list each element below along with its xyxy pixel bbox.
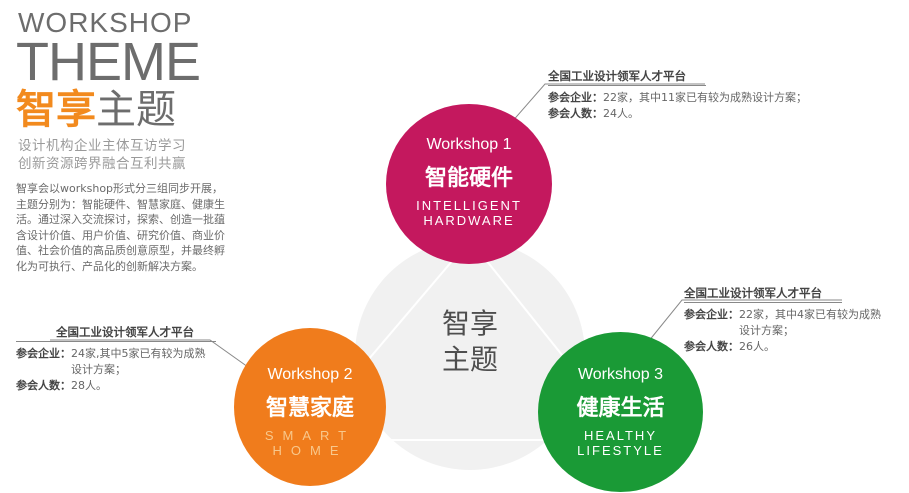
workshop-2-circle: Workshop 2 智慧家庭 SMART HOME bbox=[234, 328, 386, 486]
info-2-title: 全国工业设计领军人才平台 bbox=[16, 324, 216, 342]
info-1-key-people: 参会人数： bbox=[548, 107, 603, 120]
info-3-value-companies: 22家，其中4家已有较为成熟设计方案； bbox=[739, 308, 881, 337]
subtitle-line-1: 设计机构企业主体互访学习 bbox=[18, 138, 186, 154]
center-title: 智享 主题 bbox=[420, 306, 520, 378]
workshop-3-en-1: HEALTHY bbox=[584, 428, 657, 443]
workshop-2-en-1: SMART bbox=[264, 428, 356, 443]
info-3-key-companies: 参会企业： bbox=[684, 308, 739, 321]
title-orange: 智享 bbox=[16, 87, 96, 133]
workshop-2-en-2: HOME bbox=[272, 443, 348, 458]
center-title-line-2: 主题 bbox=[441, 343, 498, 376]
workshop-1-label: Workshop 1 bbox=[426, 136, 512, 153]
info-2-value-companies: 24家,其中5家已有较为成熟设计方案； bbox=[71, 347, 206, 376]
workshop-3-name: 健康生活 bbox=[576, 396, 665, 421]
center-triangle bbox=[297, 238, 633, 441]
workshop-2-label: Workshop 2 bbox=[267, 366, 353, 383]
info-3-value-people: 26人。 bbox=[739, 340, 775, 353]
header-workshop: WORKSHOP bbox=[18, 7, 193, 38]
title-gray: 主题 bbox=[96, 87, 176, 133]
subtitle: 设计机构企业主体互访学习 创新资源跨界融合互利共赢 bbox=[18, 137, 218, 173]
workshop-1-en-2: HARDWARE bbox=[423, 213, 515, 228]
workshop-2-name: 智慧家庭 bbox=[265, 396, 354, 421]
info-1-value-companies: 22家，其中11家已有较为成熟设计方案； bbox=[603, 91, 807, 104]
leader-line-2 bbox=[50, 339, 256, 373]
info-block-1: 全国工业设计领军人才平台 参会企业：22家，其中11家已有较为成熟设计方案； 参… bbox=[548, 68, 878, 122]
center-title-line-1: 智享 bbox=[441, 307, 498, 340]
workshop-3-en-2: LIFESTYLE bbox=[577, 443, 664, 458]
info-block-2: 全国工业设计领军人才平台 参会企业：24家,其中5家已有较为成熟设计方案； 参会… bbox=[16, 324, 226, 394]
info-1-title: 全国工业设计领军人才平台 bbox=[548, 68, 706, 86]
workshop-1-name: 智能硬件 bbox=[424, 166, 513, 191]
info-3-title: 全国工业设计领军人才平台 bbox=[684, 285, 842, 303]
info-3-key-people: 参会人数： bbox=[684, 340, 739, 353]
workshop-1-en-1: INTELLIGENT bbox=[416, 198, 522, 213]
info-1-value-people: 24人。 bbox=[603, 107, 639, 120]
subtitle-line-2: 创新资源跨界融合互利共赢 bbox=[18, 156, 186, 172]
description: 智享会以workshop形式分三组同步开展，主题分别为：智能硬件、智慧家庭、健康… bbox=[16, 182, 225, 273]
workshop-3-label: Workshop 3 bbox=[577, 366, 664, 383]
workshop-1-circle: Workshop 1 智能硬件 INTELLIGENT HARDWARE bbox=[386, 104, 552, 264]
info-block-3: 全国工业设计领军人才平台 参会企业：22家，其中4家已有较为成熟设计方案； 参会… bbox=[684, 285, 899, 355]
info-2-key-people: 参会人数： bbox=[16, 379, 71, 392]
header-theme: THEME bbox=[16, 32, 201, 92]
header-title: 智享主题 bbox=[16, 86, 176, 134]
leader-line-3 bbox=[647, 299, 842, 343]
workshop-3-circle: Workshop 3 健康生活 HEALTHY LIFESTYLE bbox=[538, 332, 703, 492]
info-2-value-people: 28人。 bbox=[71, 379, 107, 392]
info-1-key-companies: 参会企业： bbox=[548, 91, 603, 104]
info-2-key-companies: 参会企业： bbox=[16, 347, 71, 360]
